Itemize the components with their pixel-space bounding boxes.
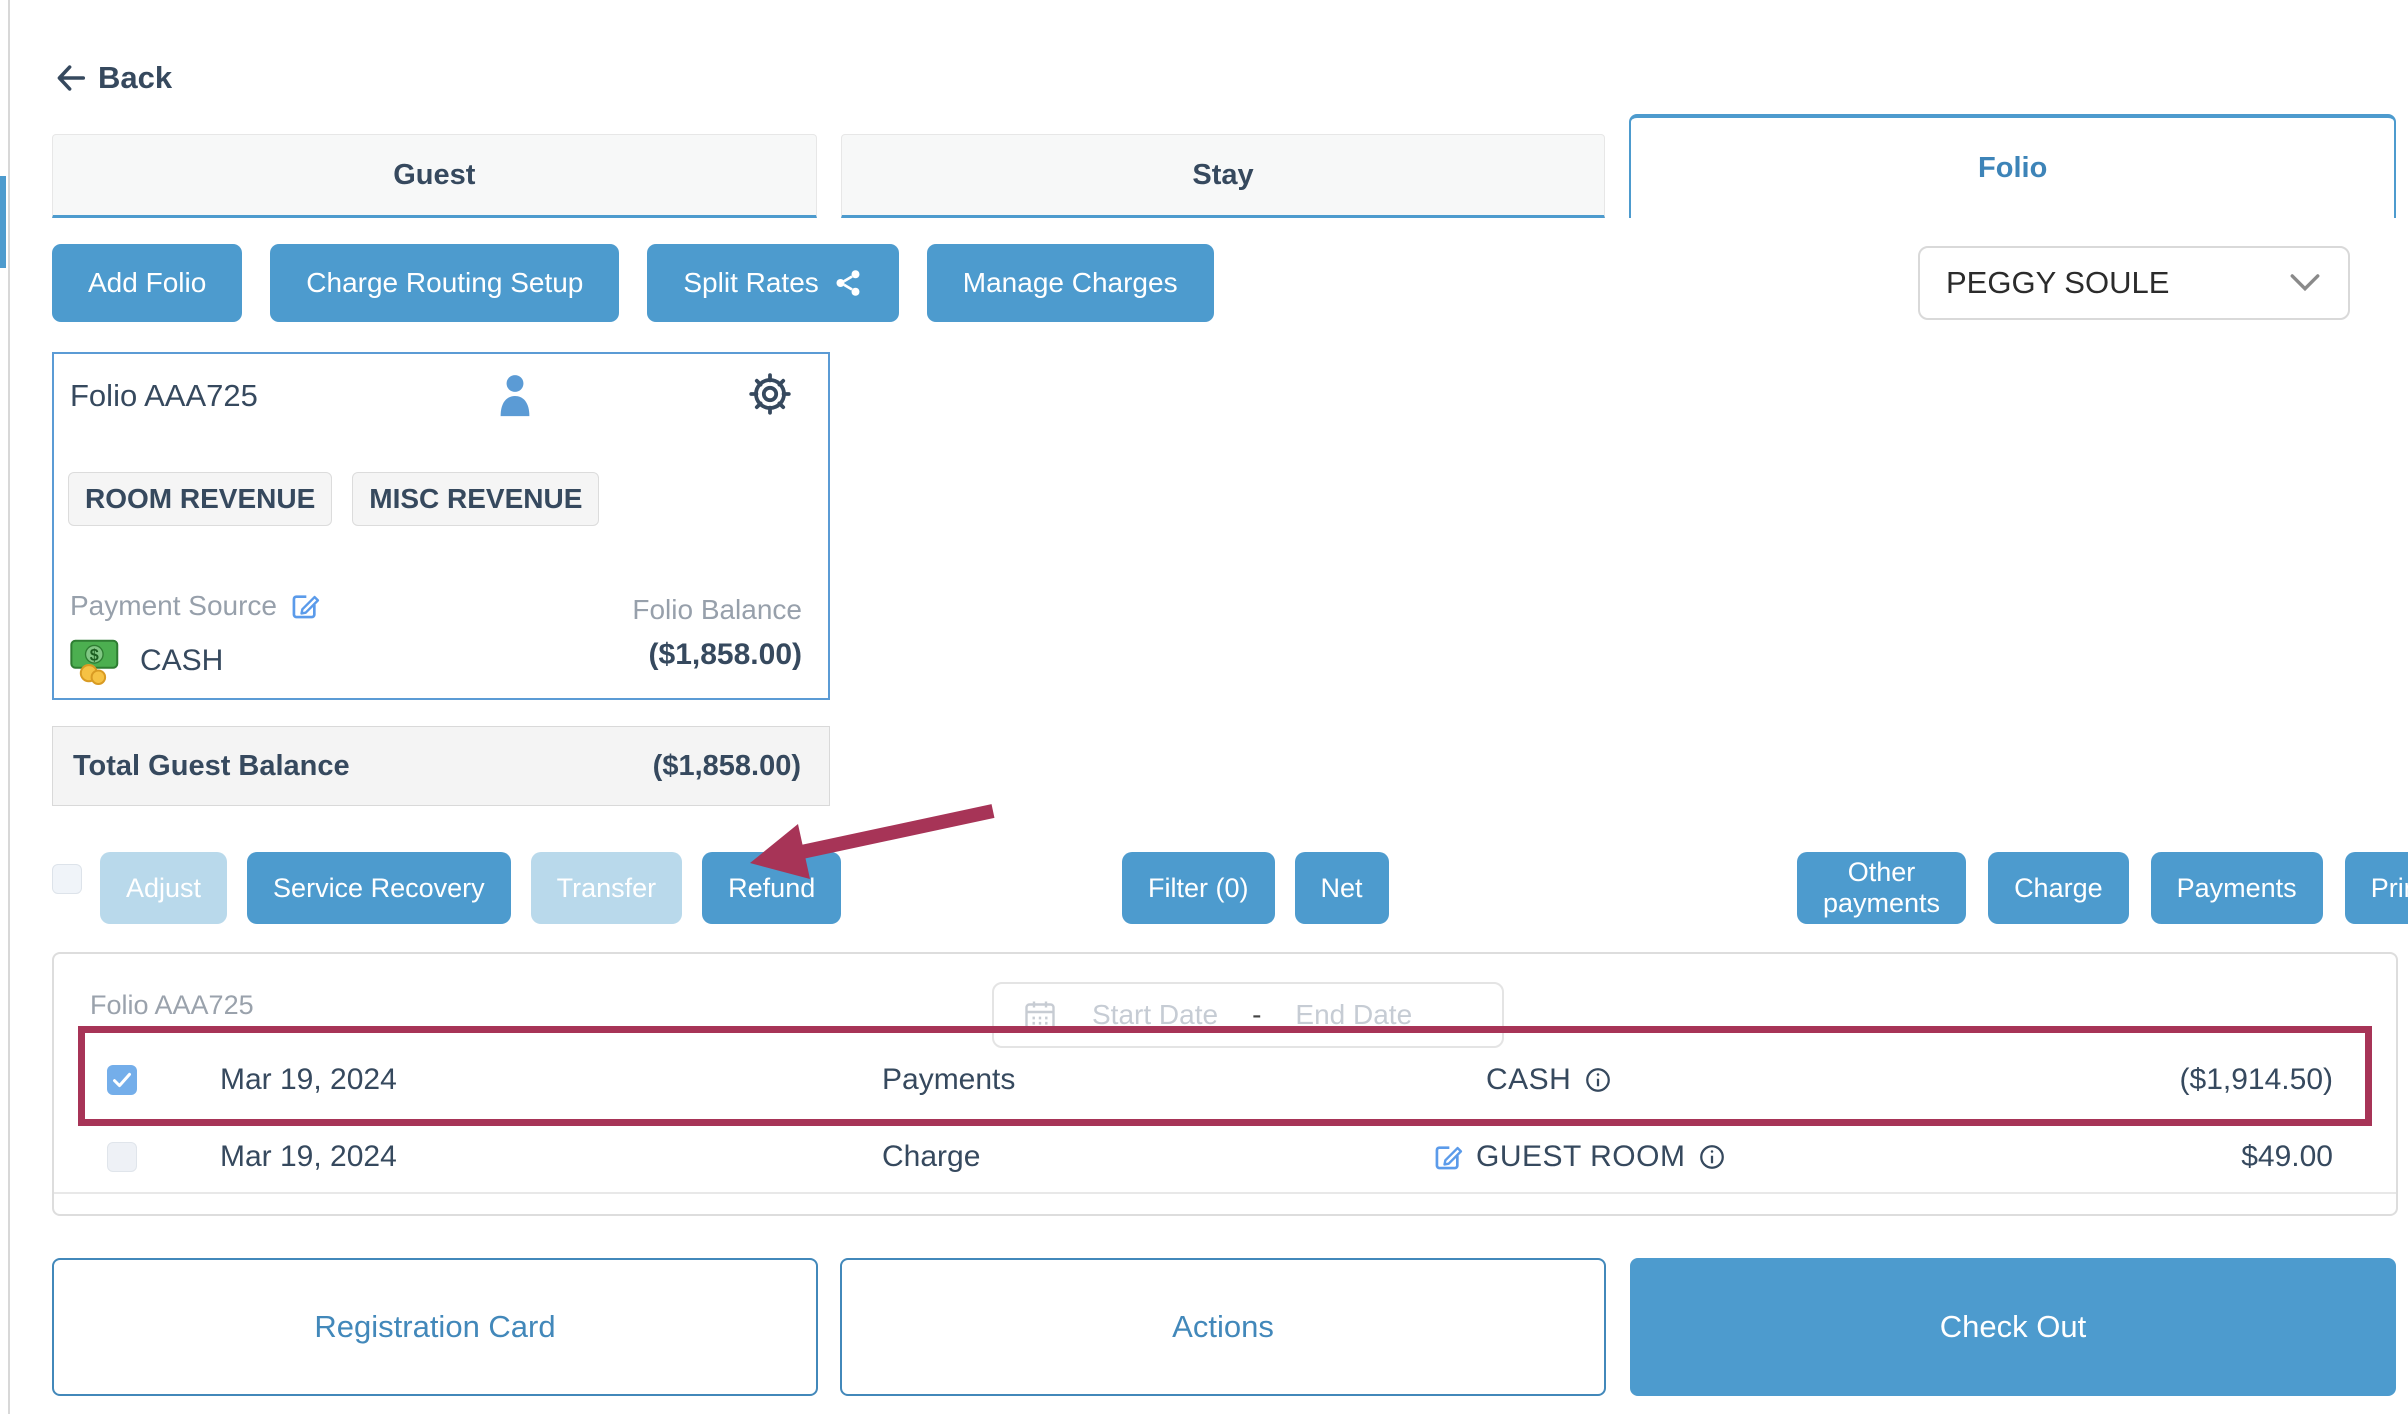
print-label: Print bbox=[2370, 872, 2408, 903]
row-date: Mar 19, 2024 bbox=[220, 1140, 397, 1173]
tab-guest[interactable]: Guest bbox=[52, 134, 817, 218]
back-label: Back bbox=[98, 60, 173, 95]
row-type: Charge bbox=[882, 1140, 981, 1173]
revenue-tags: ROOM REVENUE MISC REVENUE bbox=[68, 472, 600, 526]
end-date-placeholder[interactable]: End Date bbox=[1295, 999, 1413, 1030]
back-button[interactable]: Back bbox=[54, 60, 172, 96]
row-amount: $49.00 bbox=[2241, 1140, 2333, 1173]
other-payments-label: Other payments bbox=[1823, 857, 1941, 918]
charge-routing-setup-button[interactable]: Charge Routing Setup bbox=[270, 244, 620, 322]
refund-label: Refund bbox=[728, 872, 816, 903]
charge-label: Charge bbox=[2014, 872, 2103, 903]
row-description: CASH bbox=[1486, 1063, 1613, 1097]
payments-button[interactable]: Payments bbox=[2150, 852, 2323, 924]
folio-card: Folio AAA725 ROOM REVENUE MISC REVENUE P… bbox=[52, 352, 830, 700]
share-icon bbox=[833, 268, 863, 298]
total-guest-balance-row: Total Guest Balance ($1,858.00) bbox=[52, 726, 830, 806]
page-left-border bbox=[8, 0, 10, 1414]
chevron-down-icon bbox=[2288, 271, 2322, 295]
payment-source-label: Payment Source bbox=[70, 590, 277, 621]
check-out-button[interactable]: Check Out bbox=[1630, 1258, 2396, 1396]
adjust-button[interactable]: Adjust bbox=[100, 852, 228, 924]
transfer-button[interactable]: Transfer bbox=[530, 852, 683, 924]
row-divider bbox=[54, 1192, 2396, 1194]
actions-label: Actions bbox=[1172, 1309, 1274, 1344]
filter-label: Filter (0) bbox=[1148, 872, 1249, 903]
total-guest-balance-label: Total Guest Balance bbox=[73, 749, 350, 782]
total-guest-balance-value: ($1,858.00) bbox=[652, 749, 801, 782]
payment-source-row: Payment Source bbox=[70, 590, 321, 622]
table-folio-title: Folio AAA725 bbox=[90, 990, 254, 1020]
split-rates-label: Split Rates bbox=[683, 267, 819, 298]
adjust-label: Adjust bbox=[126, 872, 202, 903]
row-description-text: GUEST ROOM bbox=[1476, 1140, 1686, 1173]
tab-stay-label: Stay bbox=[1192, 158, 1254, 191]
tab-folio-label: Folio bbox=[1978, 151, 2048, 184]
actions-button[interactable]: Actions bbox=[840, 1258, 1606, 1396]
date-range-separator: - bbox=[1252, 999, 1262, 1030]
row-description: GUEST ROOM bbox=[1432, 1140, 1727, 1174]
service-recovery-label: Service Recovery bbox=[273, 872, 485, 903]
transactions-table: Folio AAA725 Start Date - End Date Mar 1… bbox=[52, 952, 2398, 1216]
tab-guest-label: Guest bbox=[393, 158, 476, 191]
tab-bar: Guest Stay Folio bbox=[52, 114, 2397, 218]
charge-routing-setup-label: Charge Routing Setup bbox=[306, 267, 584, 298]
manage-charges-button[interactable]: Manage Charges bbox=[926, 244, 1214, 322]
row-amount: ($1,914.50) bbox=[2179, 1063, 2333, 1096]
folio-balance-label: Folio Balance bbox=[632, 594, 802, 625]
registration-card-label: Registration Card bbox=[314, 1309, 556, 1344]
net-label: Net bbox=[1320, 872, 1363, 903]
net-button[interactable]: Net bbox=[1294, 852, 1389, 924]
info-icon[interactable] bbox=[1697, 1142, 1727, 1172]
payment-actions-group: Other payments Charge Payments Print bbox=[1797, 852, 2408, 924]
left-scroll-indicator bbox=[0, 176, 6, 268]
info-icon[interactable] bbox=[1583, 1065, 1613, 1095]
payment-source-value-row: $ CASH bbox=[70, 636, 223, 686]
edit-icon[interactable] bbox=[1432, 1141, 1464, 1173]
guest-selector-dropdown[interactable]: PEGGY SOULE bbox=[1918, 246, 2350, 320]
tag-misc-revenue: MISC REVENUE bbox=[352, 472, 600, 526]
select-all-checkbox[interactable] bbox=[52, 864, 82, 894]
row-checkbox-unchecked[interactable] bbox=[107, 1142, 137, 1172]
table-row-payment-cash[interactable]: Mar 19, 2024 Payments CASH ($1,914.50) bbox=[54, 1038, 2396, 1122]
transaction-actions-group: Adjust Service Recovery Transfer Refund bbox=[100, 852, 842, 924]
folio-balance-value: ($1,858.00) bbox=[648, 638, 802, 671]
calendar-icon bbox=[1022, 997, 1058, 1033]
tab-stay[interactable]: Stay bbox=[840, 134, 1606, 218]
start-date-placeholder[interactable]: Start Date bbox=[1092, 999, 1219, 1030]
transfer-label: Transfer bbox=[556, 872, 657, 903]
svg-text:$: $ bbox=[90, 646, 99, 664]
gear-icon[interactable] bbox=[746, 370, 794, 418]
manage-charges-label: Manage Charges bbox=[962, 267, 1178, 298]
refund-button[interactable]: Refund bbox=[702, 852, 842, 924]
payments-label: Payments bbox=[2176, 872, 2297, 903]
edit-icon[interactable] bbox=[289, 590, 321, 622]
back-arrow-icon bbox=[54, 63, 88, 93]
service-recovery-button[interactable]: Service Recovery bbox=[247, 852, 511, 924]
cash-icon: $ bbox=[70, 636, 124, 686]
print-button[interactable]: Print bbox=[2344, 852, 2408, 924]
row-date: Mar 19, 2024 bbox=[220, 1063, 397, 1096]
registration-card-button[interactable]: Registration Card bbox=[52, 1258, 818, 1396]
table-row-charge-guest-room[interactable]: Mar 19, 2024 Charge GUEST ROOM $49.00 bbox=[54, 1124, 2396, 1190]
add-folio-label: Add Folio bbox=[88, 267, 207, 298]
charge-button[interactable]: Charge bbox=[1988, 852, 2129, 924]
check-out-label: Check Out bbox=[1939, 1309, 2087, 1344]
row-description-text: CASH bbox=[1486, 1063, 1572, 1096]
add-folio-button[interactable]: Add Folio bbox=[52, 244, 243, 322]
tag-room-revenue: ROOM REVENUE bbox=[68, 472, 333, 526]
row-type: Payments bbox=[882, 1063, 1016, 1096]
folio-card-title: Folio AAA725 bbox=[70, 378, 258, 413]
payment-source-value: CASH bbox=[140, 644, 224, 677]
person-icon bbox=[492, 370, 538, 420]
tab-folio[interactable]: Folio bbox=[1629, 114, 2397, 218]
date-range-picker[interactable]: Start Date - End Date bbox=[992, 982, 1504, 1048]
filter-group: Filter (0) Net bbox=[1122, 852, 1389, 924]
row-checkbox-checked[interactable] bbox=[107, 1065, 137, 1095]
guest-selector-value: PEGGY SOULE bbox=[1946, 265, 2170, 300]
filter-button[interactable]: Filter (0) bbox=[1122, 852, 1275, 924]
other-payments-button[interactable]: Other payments bbox=[1797, 852, 1967, 924]
split-rates-button[interactable]: Split Rates bbox=[647, 244, 899, 322]
folio-toolbar: Add Folio Charge Routing Setup Split Rat… bbox=[52, 244, 1214, 322]
